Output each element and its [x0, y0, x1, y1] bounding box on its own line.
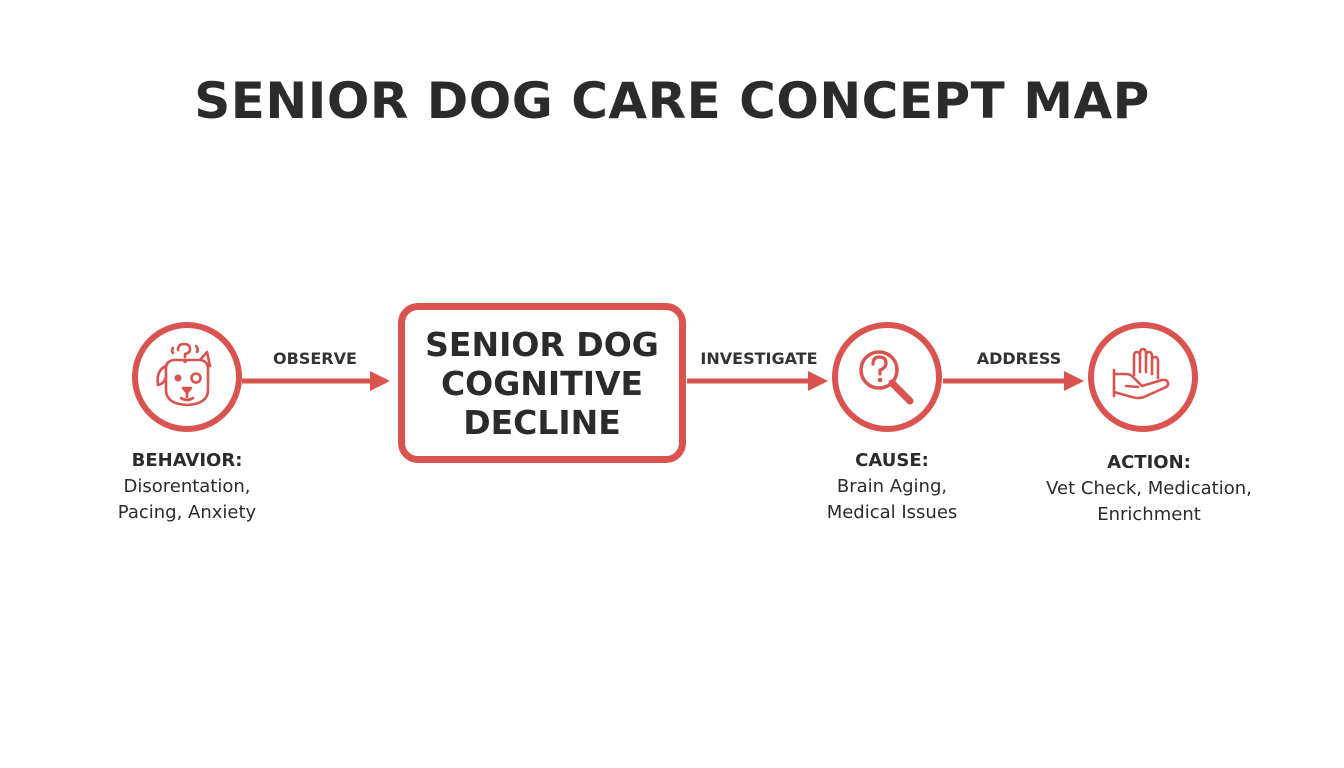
behavior-line-1: Disorentation, — [123, 476, 251, 497]
central-concept-text: SENIOR DOG COGNITIVE DECLINE — [412, 325, 672, 442]
edge-label-investigate: INVESTIGATE — [700, 349, 818, 368]
action-line-1: Vet Check, Medication, — [1046, 478, 1252, 499]
cause-line-2: Medical Issues — [826, 502, 958, 523]
confused-dog-icon — [156, 342, 212, 407]
action-line-2: Enrichment — [1097, 504, 1201, 525]
center-line-3: DECLINE — [463, 402, 621, 442]
cause-line-1: Brain Aging, — [836, 476, 948, 497]
edge-label-observe: OBSERVE — [273, 349, 357, 368]
hand-care-icon — [1112, 347, 1170, 400]
center-line-1: SENIOR DOG — [425, 324, 659, 364]
action-node — [1088, 322, 1198, 432]
behavior-caption: BEHAVIOR: Disorentation, Pacing, Anxiety — [67, 448, 307, 526]
center-line-2: COGNITIVE — [440, 363, 644, 403]
behavior-heading: BEHAVIOR: — [131, 450, 243, 471]
behavior-node — [132, 322, 242, 432]
behavior-line-2: Pacing, Anxiety — [117, 502, 257, 523]
cause-heading: CAUSE: — [855, 450, 929, 471]
magnifier-question-icon — [859, 350, 914, 405]
page-title: SENIOR DOG CARE CONCEPT MAP — [194, 72, 1150, 130]
central-concept-box: SENIOR DOG COGNITIVE DECLINE — [398, 303, 686, 463]
cause-node — [832, 322, 942, 432]
action-caption: ACTION: Vet Check, Medication, Enrichmen… — [1029, 450, 1269, 528]
cause-caption: CAUSE: Brain Aging, Medical Issues — [772, 448, 1012, 526]
action-heading: ACTION: — [1107, 452, 1191, 473]
edge-label-address: ADDRESS — [976, 349, 1062, 368]
